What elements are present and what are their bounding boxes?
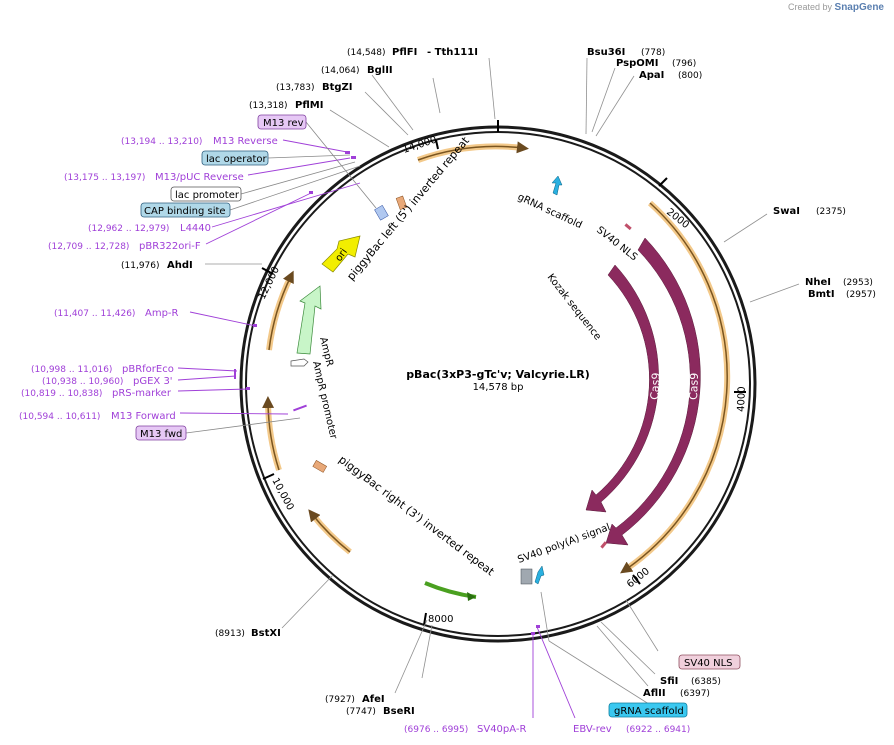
site-sfii-pos: (6385): [691, 677, 721, 687]
ampr-arrow: [296, 285, 322, 355]
leader-lines: [205, 57, 800, 707]
site-nhei-pos: (2953): [843, 278, 873, 288]
snapgene-brand: SnapGene: [834, 2, 884, 13]
boxed-labels: M13 rev lac operator lac promoter CAP bi…: [135, 114, 741, 718]
site-bstxi-name: BstXI: [251, 628, 281, 639]
primer-l4440-name: L4440: [180, 223, 211, 234]
sv40-nls-mark-top: [624, 223, 632, 231]
pb-left-ir-label: piggyBac left (5') inverted repeat: [344, 134, 472, 283]
primer-pbrforeco-range: (10,998 .. 11,016): [31, 365, 112, 375]
grna-scaffold-arrow-top: [551, 175, 563, 196]
primer-m13-forward-name: M13 Forward: [111, 411, 176, 422]
cap-binding-box-label: CAP binding site: [144, 206, 226, 217]
lac-promoter-box-label: lac promoter: [175, 190, 240, 201]
ampr-promoter-label: AmpR promoter: [310, 360, 339, 441]
orange-feature-left-3: [309, 512, 352, 555]
primer-amp-r-name: Amp-R: [145, 308, 179, 319]
feature-leader-lines: [185, 121, 377, 434]
site-afei-pos: (7927): [325, 695, 355, 705]
sv40-nls-inner-label: SV40 NLS: [594, 225, 639, 264]
tick-label-4000: 4000: [736, 386, 748, 412]
sv40-nls-mark-bottom: [600, 541, 608, 549]
lac-operator-box-label: lac operator: [206, 154, 267, 165]
m13-rev-box-label: M13 rev: [263, 118, 304, 129]
site-bseri-name: BseRI: [383, 706, 415, 717]
primer-prs-marker-range: (10,819 .. 10,838): [21, 389, 102, 399]
site-aflii-name: AflII: [643, 688, 666, 699]
kozak-label: Kozak sequence: [545, 272, 603, 342]
sv40-nls-box-label: SV40 NLS: [684, 658, 733, 669]
cas9-inner-arrow: [585, 264, 659, 513]
primer-pgex3-name: pGEX 3': [133, 376, 173, 387]
primer-sv40pa-r-range: (6976 .. 6995): [404, 725, 468, 735]
site-pflfi-name: PflFI: [392, 47, 417, 58]
site-apai-name: ApaI: [639, 70, 664, 81]
pb-right-ir-label: piggyBac right (3') inverted repeat: [336, 453, 497, 579]
site-bglii-pos: (14,064): [321, 66, 360, 76]
primer-pbrforeco-name: pBRforEco: [122, 364, 174, 375]
primer-pbr322ori-f-range: (12,709 .. 12,728): [48, 242, 129, 252]
gray-feature-bottom: [520, 568, 533, 585]
cas9-outer-label: Cas9: [687, 373, 701, 401]
site-pspomi-name: PspOMI: [616, 58, 658, 69]
ampr-promoter-arrow: [290, 358, 309, 367]
grna-scaffold-inner-label: gRNA scaffold: [516, 192, 584, 231]
site-bglii-name: BglII: [367, 65, 393, 76]
primer-pbr322ori-f-name: pBR322ori-F: [139, 241, 201, 252]
primer-pgex3-range: (10,938 .. 10,960): [42, 377, 123, 387]
site-pflmi-pos: (13,318): [249, 101, 288, 111]
pb-right-ir-box: [312, 460, 328, 473]
site-afei-name: AfeI: [362, 694, 385, 705]
site-pflfi-pos: (14,548): [347, 48, 386, 58]
primer-m13-reverse-name: M13 Reverse: [213, 136, 278, 147]
site-sfii-name: SfiI: [660, 676, 678, 687]
site-pflmi-name: PflMI: [295, 100, 323, 111]
snapgene-watermark: Created by SnapGene: [788, 2, 884, 13]
cas9-inner-label: Cas9: [648, 372, 663, 400]
sv40-polya-label: SV40 poly(A) signal: [516, 522, 612, 566]
plasmid-name: pBac(3xP3-gTc'v; Valcyrie.LR): [406, 368, 590, 381]
m13-fwd-box-label: M13 fwd: [140, 429, 182, 440]
grna-scaffold-arrow-bottom: [534, 565, 545, 585]
site-ahdi-pos: (11,976): [121, 261, 160, 271]
site-tth111i-name: - Tth111I: [427, 47, 478, 58]
primer-l4440-range: (12,962 .. 12,979): [88, 224, 169, 234]
site-btgzi-name: BtgZI: [322, 82, 353, 93]
primer-sv40pa-r-name: SV40pA-R: [477, 724, 526, 735]
tick-marks: [261, 120, 746, 626]
primer-m13puc-reverse-range: (13,175 .. 13,197): [64, 173, 145, 183]
plasmid-length: 14,578 bp: [473, 382, 524, 393]
site-btgzi-pos: (13,783): [276, 83, 315, 93]
primer-amp-r-range: (11,407 .. 11,426): [54, 309, 135, 319]
site-swai-name: SwaI: [773, 206, 800, 217]
primer-ebv-rev-range: (6922 .. 6941): [626, 725, 690, 735]
grna-scaffold-box-label: gRNA scaffold: [614, 706, 684, 717]
primer-prs-marker-name: pRS-marker: [112, 388, 172, 399]
pb-left-ir-box: [395, 195, 408, 210]
site-pspomi-pos: (796): [672, 59, 696, 69]
small-feature-cluster: [374, 204, 389, 221]
primer-m13puc-reverse-name: M13/pUC Reverse: [155, 172, 244, 183]
orange-feature-left-2: [265, 401, 282, 471]
tick-label-8000: 8000: [428, 614, 453, 625]
site-bstxi-pos: (8913): [215, 629, 245, 639]
site-bseri-pos: (7747): [346, 707, 376, 717]
site-swai-pos: (2375): [816, 207, 846, 217]
created-by-text: Created by: [787, 2, 833, 12]
primer-m13-forward-range: (10,594 .. 10,611): [19, 412, 100, 422]
primer-leader-lines: [177, 139, 576, 719]
primer-ebv-rev-name: EBV-rev: [573, 724, 612, 735]
site-bsu36i-pos: (778): [641, 48, 665, 58]
primer-m13-reverse-range: (13,194 .. 13,210): [121, 137, 202, 147]
site-bmti-pos: (2957): [846, 290, 876, 300]
ori-arrow: [321, 235, 361, 273]
site-nhei-name: NheI: [805, 277, 831, 288]
site-apai-pos: (800): [678, 71, 702, 81]
site-aflii-pos: (6397): [680, 689, 710, 699]
site-bmti-name: BmtI: [808, 289, 835, 300]
site-bsu36i-name: Bsu36I: [587, 47, 625, 58]
site-ahdi-name: AhdI: [167, 260, 193, 271]
primer-marks: [234, 151, 540, 635]
